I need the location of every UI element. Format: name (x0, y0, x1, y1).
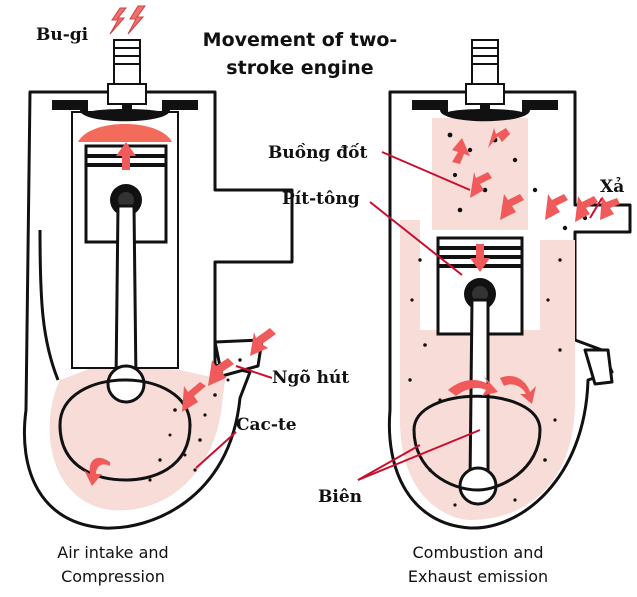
caption-right-line-1: Combustion and (412, 543, 543, 562)
left-engine (22, 90, 294, 530)
label-piston: Pít-tông (282, 189, 360, 209)
label-connecting-rod: Biên (318, 487, 362, 507)
caption-right-line-2: Exhaust emission (408, 567, 548, 586)
right-flow-arrows (448, 128, 620, 404)
right-engine (387, 90, 632, 530)
label-intake-port: Ngõ hút (272, 368, 349, 388)
right-spark-plug (465, 39, 505, 114)
label-exhaust: Xả (600, 177, 624, 197)
diagram-title-line-2: stroke engine (226, 57, 373, 79)
left-spark-plug (107, 39, 147, 114)
right-connecting-rod (458, 298, 498, 506)
spark-icon (109, 5, 146, 35)
leader-lines (195, 151, 603, 481)
label-crankcase: Cac-te (236, 415, 297, 435)
left-combustion-charge (78, 124, 172, 142)
label-combustion-chamber: Buồng đốt (268, 143, 367, 163)
diagram-title-line-1: Movement of two- (203, 29, 398, 51)
caption-left-line-1: Air intake and (57, 543, 168, 562)
caption-left-line-2: Compression (61, 567, 165, 586)
left-flow-arrows (84, 142, 276, 486)
label-spark-plug: Bu-gi (36, 25, 89, 45)
